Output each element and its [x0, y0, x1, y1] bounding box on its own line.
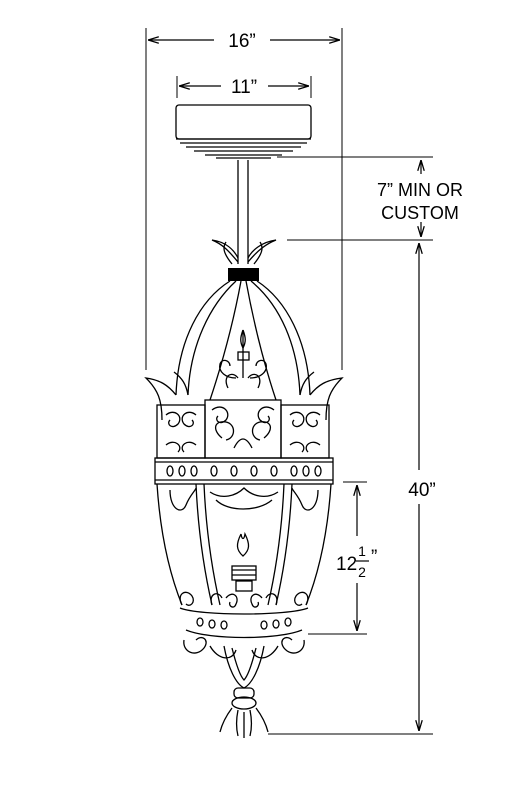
lantern-body [144, 280, 344, 738]
overall-width-dimension: 16” [145, 28, 343, 370]
stem-length-dimension: 7” MIN OR CUSTOM [277, 156, 463, 241]
overall-height-dimension: 40” [268, 243, 436, 735]
stem-length-label-line2: CUSTOM [381, 203, 459, 223]
canopy [175, 104, 312, 159]
canopy-width-dimension: 11” [176, 76, 312, 98]
stem-length-label-line1: 7” MIN OR [377, 180, 463, 200]
glass-height-whole: 12 [336, 554, 357, 575]
stem [237, 160, 249, 264]
glass-height-dimension: 12 1 2 ” [308, 481, 377, 635]
canopy-width-label: 11” [231, 77, 257, 98]
glass-height-inch-mark: ” [371, 547, 377, 568]
top-crown-leaves [211, 239, 277, 265]
glass-height-denominator: 2 [358, 564, 366, 580]
glass-height-numerator: 1 [358, 543, 366, 559]
collar [228, 268, 259, 281]
overall-width-label: 16” [228, 31, 255, 52]
overall-height-label: 40” [408, 480, 435, 501]
